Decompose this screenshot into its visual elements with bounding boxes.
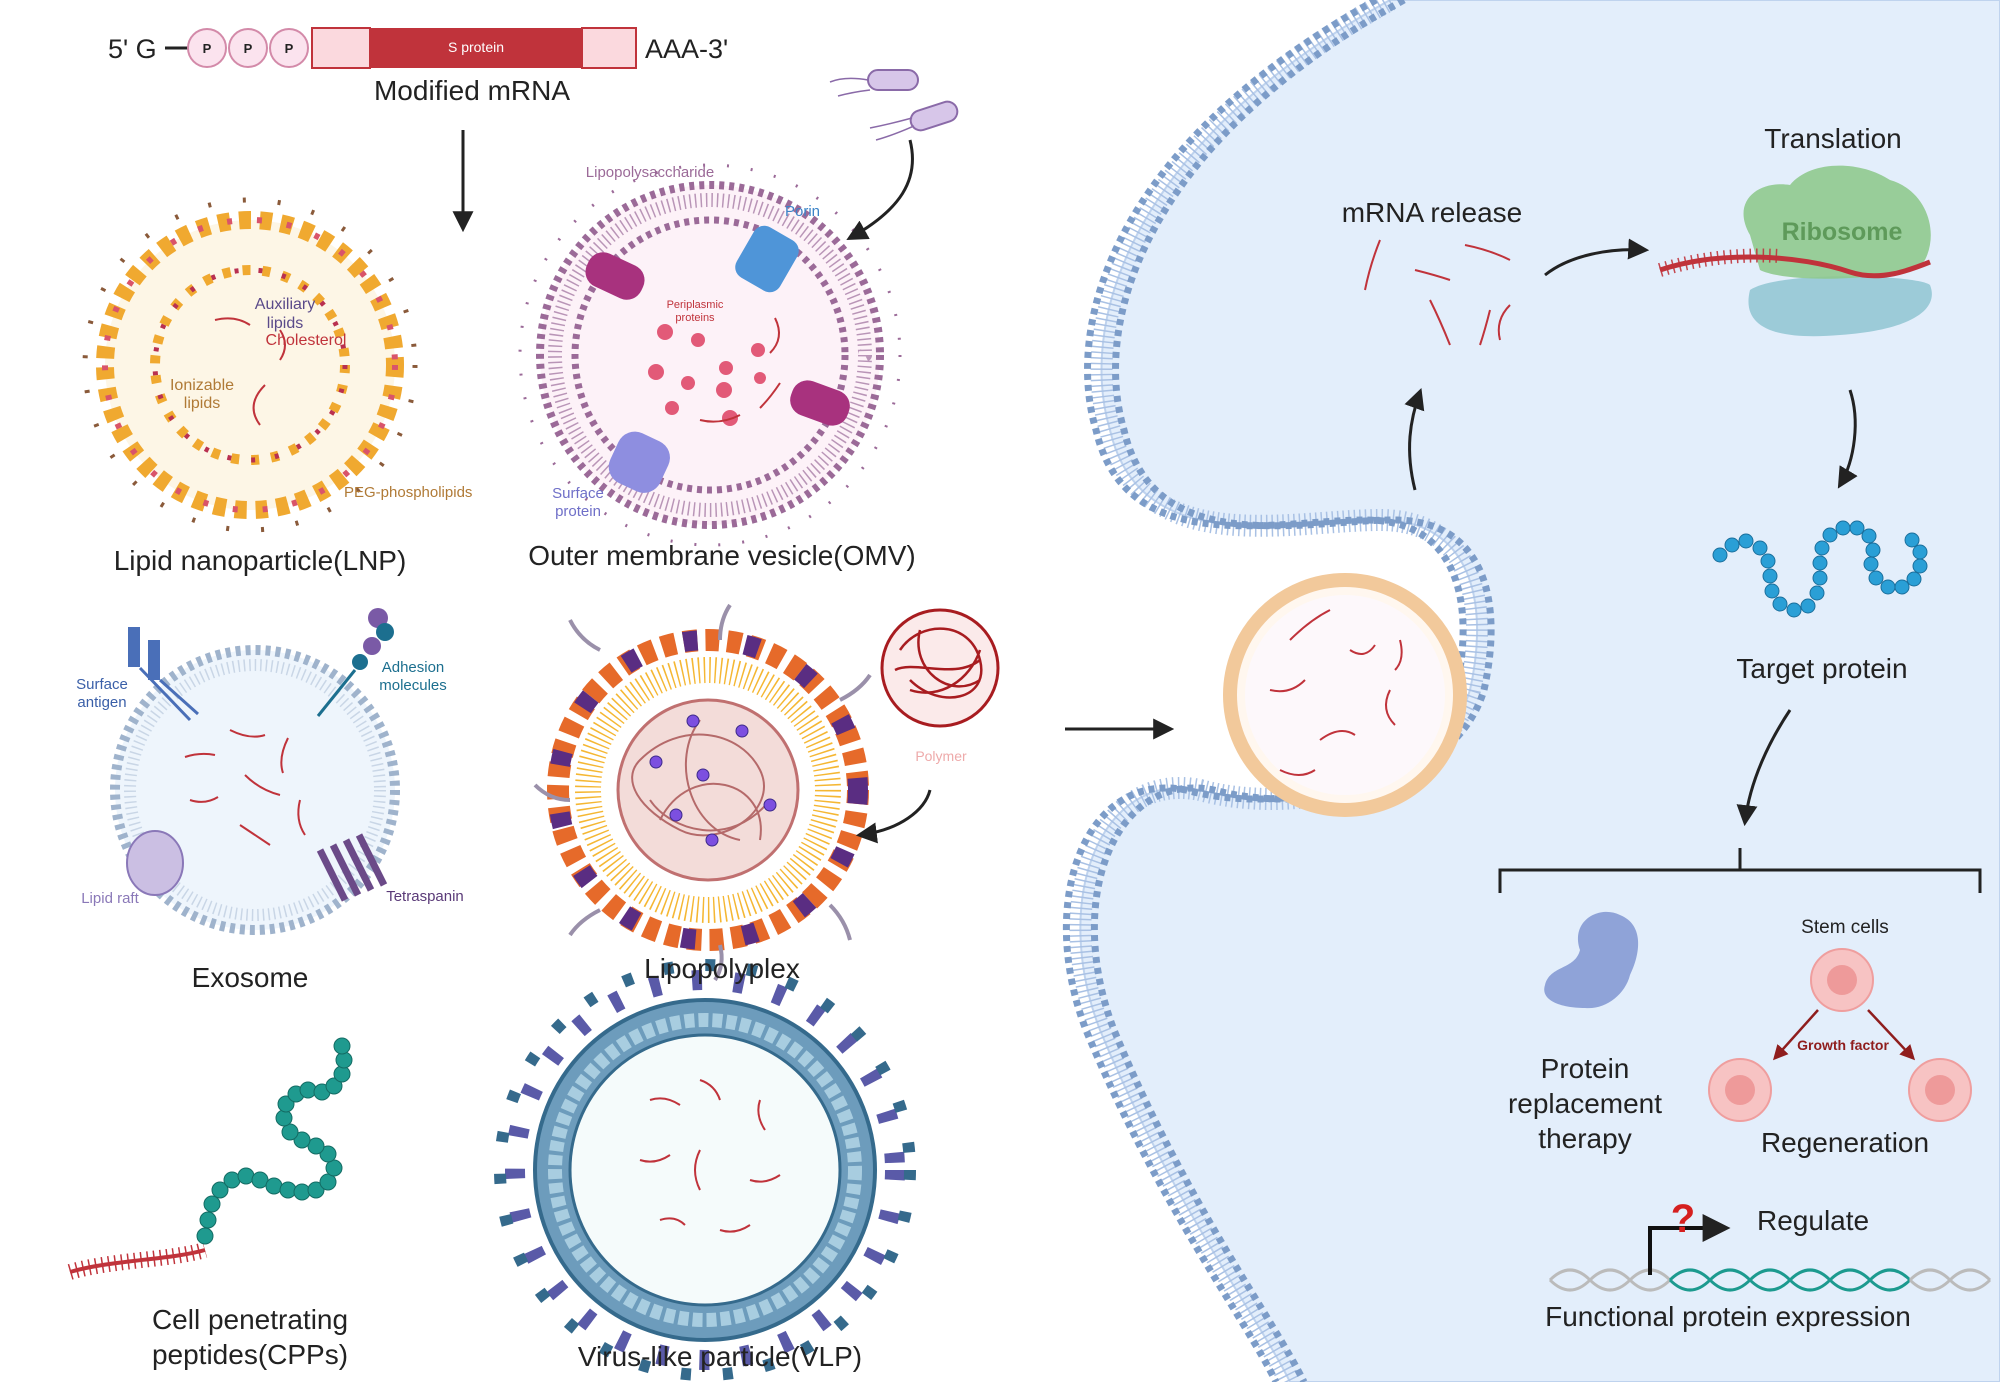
exosome-lipid-raft-label: Lipid raft xyxy=(81,890,139,907)
replacement-protein-icon xyxy=(1544,911,1639,1009)
cpp-title-2: peptides(CPPs) xyxy=(152,1339,348,1370)
phosphate-label-2: P xyxy=(244,41,253,56)
exosome-surface-antigen-label-2: antigen xyxy=(77,694,126,711)
lipopolyplex-particle xyxy=(533,603,872,982)
stem-cells-label: Stem cells xyxy=(1801,917,1889,938)
omv-title: Outer membrane vesicle(OMV) xyxy=(528,540,915,571)
target-protein-label: Target protein xyxy=(1736,653,1907,684)
exosome-surface-antigen-label: Surface xyxy=(76,676,128,693)
omv-particle xyxy=(518,163,902,547)
omv-surface-label: Surface xyxy=(552,485,604,502)
ribosome xyxy=(1657,165,1932,337)
s-protein-box xyxy=(370,28,582,68)
omv-periplasmic-label-2: proteins xyxy=(675,312,715,324)
phosphate-1 xyxy=(187,28,227,68)
outcome-bracket xyxy=(1498,848,1982,893)
lipopolyplex-title: Lipopolyplex xyxy=(644,953,800,984)
vlp-particle xyxy=(494,959,916,1381)
lnp-peg-label: PEG-phospholipids xyxy=(344,484,472,501)
omv-lps-label: Lipopolysaccharide xyxy=(586,164,714,181)
tetraspanin-icon xyxy=(316,833,388,902)
exosome-adhesion-label: Adhesion xyxy=(382,659,445,676)
adhesion-molecule-icon xyxy=(316,608,394,717)
phosphate-label-3: P xyxy=(285,41,294,56)
growth-factor-label: Growth factor xyxy=(1797,1037,1889,1053)
polymer-icon xyxy=(855,608,1000,844)
released-mrna xyxy=(1364,239,1511,346)
five-prime-label: 5' G xyxy=(108,34,157,64)
dna-helix xyxy=(1548,1214,1992,1292)
lnp-title: Lipid nanoparticle(LNP) xyxy=(114,545,407,576)
regulate-label: Regulate xyxy=(1757,1205,1869,1236)
omv-protein-left xyxy=(585,252,645,300)
three-prime-label: AAA-3' xyxy=(645,34,728,64)
phosphate-3 xyxy=(269,28,309,68)
phosphate-label-1: P xyxy=(203,41,212,56)
lnp-particle xyxy=(82,197,418,533)
translation-label: Translation xyxy=(1764,123,1901,154)
cell-arrows xyxy=(1404,238,1858,827)
cpp-title: Cell penetrating xyxy=(152,1304,348,1335)
s-protein-label: S protein xyxy=(448,39,504,55)
mrna-release-label: mRNA release xyxy=(1342,197,1523,228)
lipid-raft-icon xyxy=(126,830,184,896)
omv-surface-label-2: protein xyxy=(555,503,601,520)
lnp-cholesterol-label: Cholesterol xyxy=(266,332,347,349)
prt-label-3: therapy xyxy=(1538,1123,1631,1154)
lipopolyplex-polymer-label: Polymer xyxy=(915,748,967,764)
lnp-ionizable-label-2: lipids xyxy=(184,395,220,412)
stem-cells xyxy=(1708,948,1972,1122)
endosome xyxy=(1223,573,1467,817)
exosome-tetraspanin-label: Tetraspanin xyxy=(386,888,464,905)
cpp-peptide xyxy=(67,1037,353,1280)
lnp-auxiliary-label-2: lipids xyxy=(267,315,303,332)
vlp-title: Virus-like particle(VLP) xyxy=(578,1341,862,1372)
bacteria-icons xyxy=(829,69,959,241)
omv-periplasmic-label: Periplasmic xyxy=(667,299,724,311)
functional-expression-label: Functional protein expression xyxy=(1545,1301,1911,1332)
omv-protein-right xyxy=(790,380,850,426)
labels: 5' G P P P S protein AAA-3' Modified mRN… xyxy=(76,34,1929,1372)
exosome-particle xyxy=(110,608,400,935)
porin-icon xyxy=(735,225,799,293)
mrna-title: Modified mRNA xyxy=(374,75,570,106)
surface-protein-icon xyxy=(608,431,670,493)
prt-label: Protein xyxy=(1541,1053,1630,1084)
mrna-utr-left xyxy=(311,27,371,69)
phosphate-2 xyxy=(228,28,268,68)
question-mark: ? xyxy=(1671,1197,1695,1241)
exosome-title: Exosome xyxy=(192,962,309,993)
prt-label-2: replacement xyxy=(1508,1088,1662,1119)
target-protein xyxy=(1712,520,1928,618)
exosome-adhesion-label-2: molecules xyxy=(379,677,447,694)
mrna-construct xyxy=(165,27,637,233)
surface-antigen-icon xyxy=(128,627,200,722)
lnp-auxiliary-label: Auxiliary xyxy=(255,296,315,313)
regeneration-label: Regeneration xyxy=(1761,1127,1929,1158)
lnp-ionizable-label: Ionizable xyxy=(170,377,234,394)
mrna-utr-right xyxy=(581,27,637,69)
ribosome-label: Ribosome xyxy=(1782,218,1903,246)
omv-porin-label: Porin xyxy=(785,203,820,220)
